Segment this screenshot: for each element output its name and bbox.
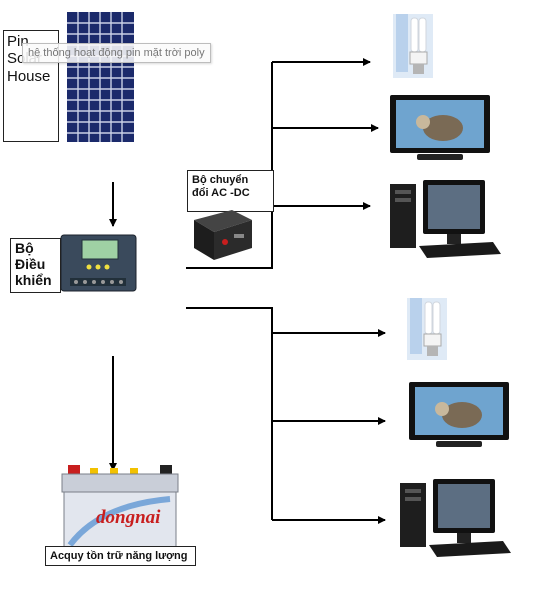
battery-label: Acquy tồn trữ năng lượng — [45, 546, 196, 566]
solar-label-line-3: House — [7, 67, 51, 85]
battery-brand-text: dongnai — [96, 507, 161, 528]
dc-bus-line — [186, 307, 273, 520]
tv-icon — [409, 382, 509, 447]
solar-panel-icon — [67, 12, 134, 142]
desktop-computer-icon — [390, 180, 501, 258]
inverter-icon — [194, 210, 252, 260]
image-tooltip: hệ thống hoạt động pin mặt trời poly — [22, 43, 211, 63]
inverter-label: Bộ chuyển đổi AC -DC — [187, 170, 274, 212]
inverter-label-line-1: Bộ chuyển — [192, 174, 249, 186]
ac-bus-line — [186, 62, 273, 269]
tv-icon — [390, 95, 490, 160]
inverter-label-line-2: đổi AC -DC — [192, 186, 250, 199]
desktop-computer-icon — [400, 479, 511, 557]
charge-controller-icon — [60, 234, 137, 292]
controller-label-line-1: Bộ — [15, 240, 34, 256]
controller-label-line-2: Điều — [15, 256, 46, 273]
cfl-bulb-icon — [407, 298, 447, 360]
controller-label-line-3: khiển — [15, 272, 52, 289]
controller-label: Bộ Điều khiển — [10, 238, 61, 293]
battery-icon: dongnai — [61, 465, 179, 551]
cfl-bulb-icon — [393, 14, 433, 78]
